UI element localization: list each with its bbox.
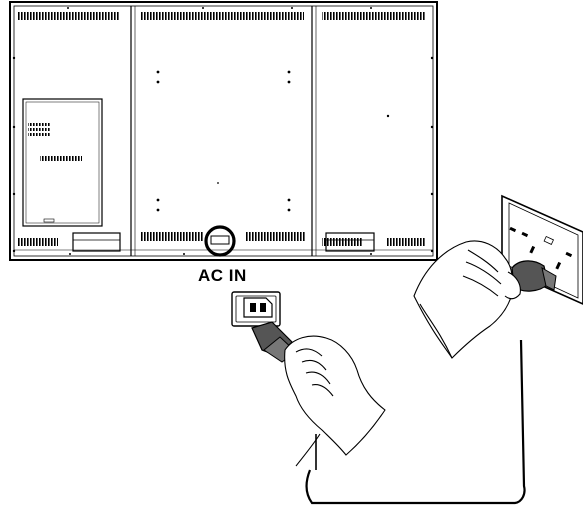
hand-icon-left [285, 336, 385, 466]
stand-slot-left [73, 233, 120, 251]
top-vent-left [18, 12, 120, 20]
display-rear-panel [10, 2, 437, 260]
hand-icon-right [414, 241, 520, 358]
ac-in-label: AC IN [198, 266, 247, 286]
top-vent-right [322, 12, 426, 20]
control-module [23, 99, 102, 226]
iec-inlet-icon [232, 292, 280, 326]
top-vent-center [140, 12, 304, 20]
panel-outline [10, 2, 437, 260]
